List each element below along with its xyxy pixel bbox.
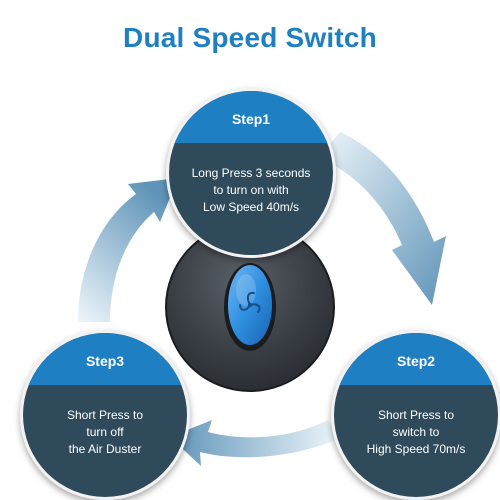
curved-arrow-icon xyxy=(170,420,340,466)
step2-header: Step2 xyxy=(334,333,498,385)
step1-label: Step1 xyxy=(231,111,271,127)
step1-line: Long Press 3 seconds xyxy=(191,166,311,180)
step2-circle: Step2 Short Press to switch to High Spee… xyxy=(331,330,500,500)
step1-line: to turn on with xyxy=(213,183,289,197)
step3-circle: Step3 Short Press to turn off the Air Du… xyxy=(20,330,190,500)
step3-line: the Air Duster xyxy=(68,442,142,456)
step2-line: switch to xyxy=(392,425,440,439)
step1-description: Long Press 3 seconds to turn on with Low… xyxy=(179,165,323,216)
step2-label: Step2 xyxy=(396,353,436,369)
page-title: Dual Speed Switch xyxy=(123,22,377,53)
fan-icon xyxy=(239,291,261,313)
step2-description: Short Press to switch to High Speed 70m/… xyxy=(344,407,488,458)
curved-arrow-icon xyxy=(318,132,446,305)
step2-line: High Speed 70m/s xyxy=(366,442,466,456)
step1-line: Low Speed 40m/s xyxy=(202,200,300,214)
step1-circle: Step1 Long Press 3 seconds to turn on wi… xyxy=(166,88,336,258)
curved-arrow-icon xyxy=(78,178,178,322)
step3-description: Short Press to turn off the Air Duster xyxy=(33,407,177,458)
step3-line: turn off xyxy=(86,425,124,439)
air-duster-device-icon xyxy=(165,222,335,392)
step2-line: Short Press to xyxy=(377,408,455,422)
step1-header: Step1 xyxy=(169,91,333,143)
step3-label: Step3 xyxy=(85,353,125,369)
step3-header: Step3 xyxy=(23,333,187,385)
step3-line: Short Press to xyxy=(66,408,144,422)
